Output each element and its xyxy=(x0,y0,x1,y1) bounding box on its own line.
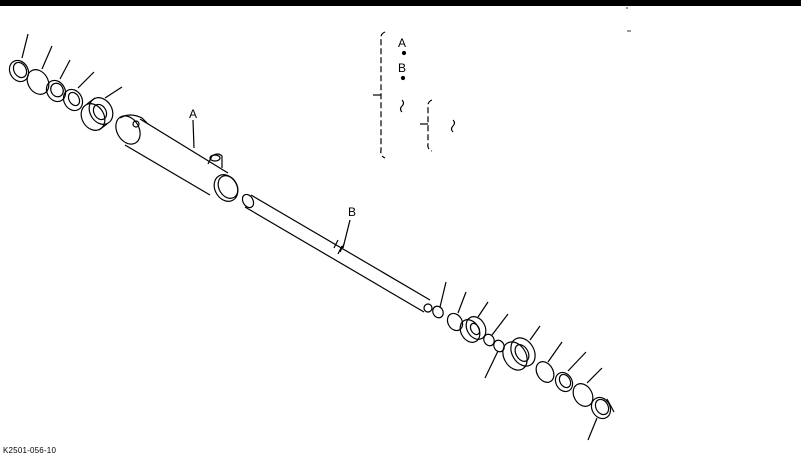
label-piston-rod: B xyxy=(348,205,356,219)
part-ring-9 xyxy=(535,341,563,383)
part-bearing xyxy=(502,325,541,371)
part-snap-ring xyxy=(587,396,615,441)
legend-item-b: B xyxy=(398,61,406,75)
part-ring-6 xyxy=(446,291,467,332)
part-piston xyxy=(459,301,489,343)
part-ring-8 xyxy=(484,339,505,379)
figure-id: K2501-056-10 xyxy=(3,446,57,455)
piston-rod-b xyxy=(241,193,433,313)
part-gland xyxy=(80,86,123,131)
part-ring-2 xyxy=(26,45,53,95)
part-ring-10 xyxy=(554,351,587,393)
part-ring-7 xyxy=(483,313,509,347)
kit-bracket xyxy=(373,7,631,159)
label-cylinder-tube: A xyxy=(189,107,197,121)
part-ring-11 xyxy=(572,367,603,407)
cylinder-tube-a xyxy=(115,114,239,202)
part-ring-3 xyxy=(45,59,71,103)
top-border-bar xyxy=(0,0,801,6)
part-ring-4 xyxy=(62,71,95,112)
legend-item-a: A xyxy=(398,36,406,50)
part-ring-1 xyxy=(8,33,30,83)
part-ring-5 xyxy=(432,281,447,319)
